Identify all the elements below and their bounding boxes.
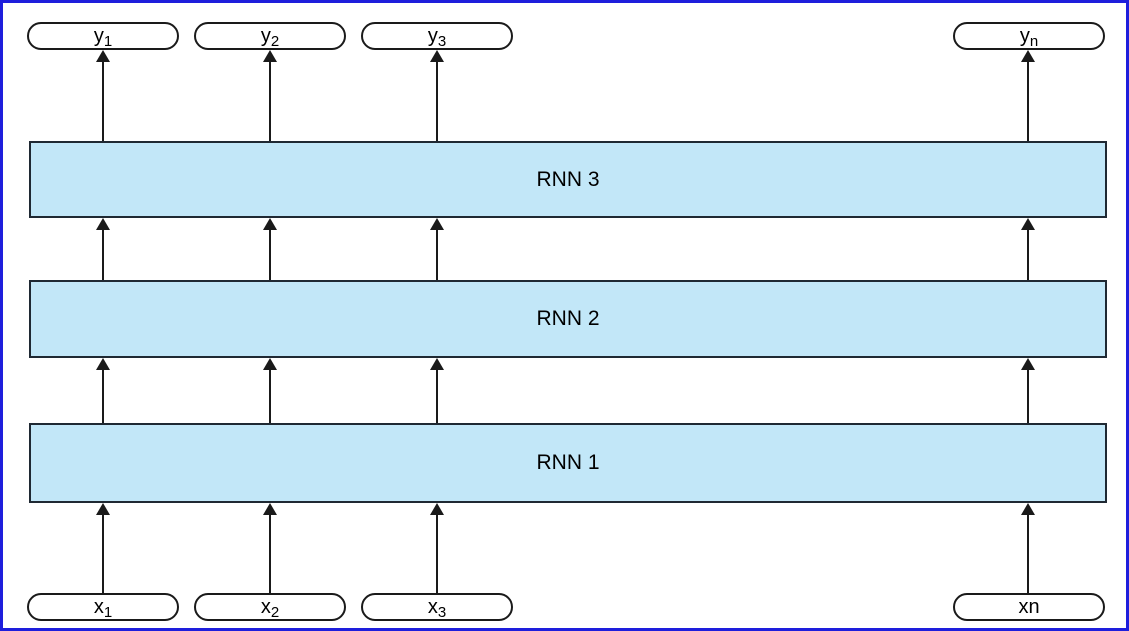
rnn-layer-label: RNN 2 xyxy=(536,307,600,330)
arrow-up-connector xyxy=(96,218,110,280)
arrow-up-connector xyxy=(96,503,110,593)
arrow-up-connector xyxy=(263,50,277,141)
node-label: xn xyxy=(1018,596,1040,618)
node-label: y xyxy=(260,25,271,47)
node-label: x xyxy=(427,596,438,618)
node-subscript: n xyxy=(1029,32,1039,50)
node-subscript: 1 xyxy=(103,32,113,50)
arrow-up-connector xyxy=(1021,218,1035,280)
arrow-up-connector xyxy=(430,50,444,141)
node-subscript: 2 xyxy=(270,603,280,621)
arrow-up-connector xyxy=(263,218,277,280)
node-subscript: 1 xyxy=(103,603,113,621)
arrow-up-connector xyxy=(96,50,110,141)
arrow-up-connector xyxy=(430,358,444,423)
rnn-layer-1: RNN 1 xyxy=(29,423,1107,503)
arrow-up-connector xyxy=(430,503,444,593)
node-label: y xyxy=(1019,25,1030,47)
node-label: y xyxy=(427,25,438,47)
rnn-layer-label: RNN 3 xyxy=(536,167,600,191)
node-subscript: 3 xyxy=(437,603,447,621)
input-node-xn: xn xyxy=(953,593,1105,621)
node-label: x xyxy=(93,596,104,618)
node-label: x xyxy=(260,596,271,618)
arrow-up-connector xyxy=(1021,358,1035,423)
arrow-up-connector xyxy=(1021,50,1035,141)
arrow-up-connector xyxy=(1021,503,1035,593)
node-label: y xyxy=(93,25,104,47)
arrow-up-connector xyxy=(263,358,277,423)
node-subscript: 3 xyxy=(437,32,447,50)
node-subscript: 2 xyxy=(270,32,280,50)
arrow-up-connector xyxy=(96,358,110,423)
rnn-layer-3: RNN 3 xyxy=(29,141,1107,218)
rnn-layer-2: RNN 2 xyxy=(29,280,1107,358)
rnn-layer-label: RNN 1 xyxy=(536,451,600,474)
arrow-up-connector xyxy=(263,503,277,593)
arrow-up-connector xyxy=(430,218,444,280)
